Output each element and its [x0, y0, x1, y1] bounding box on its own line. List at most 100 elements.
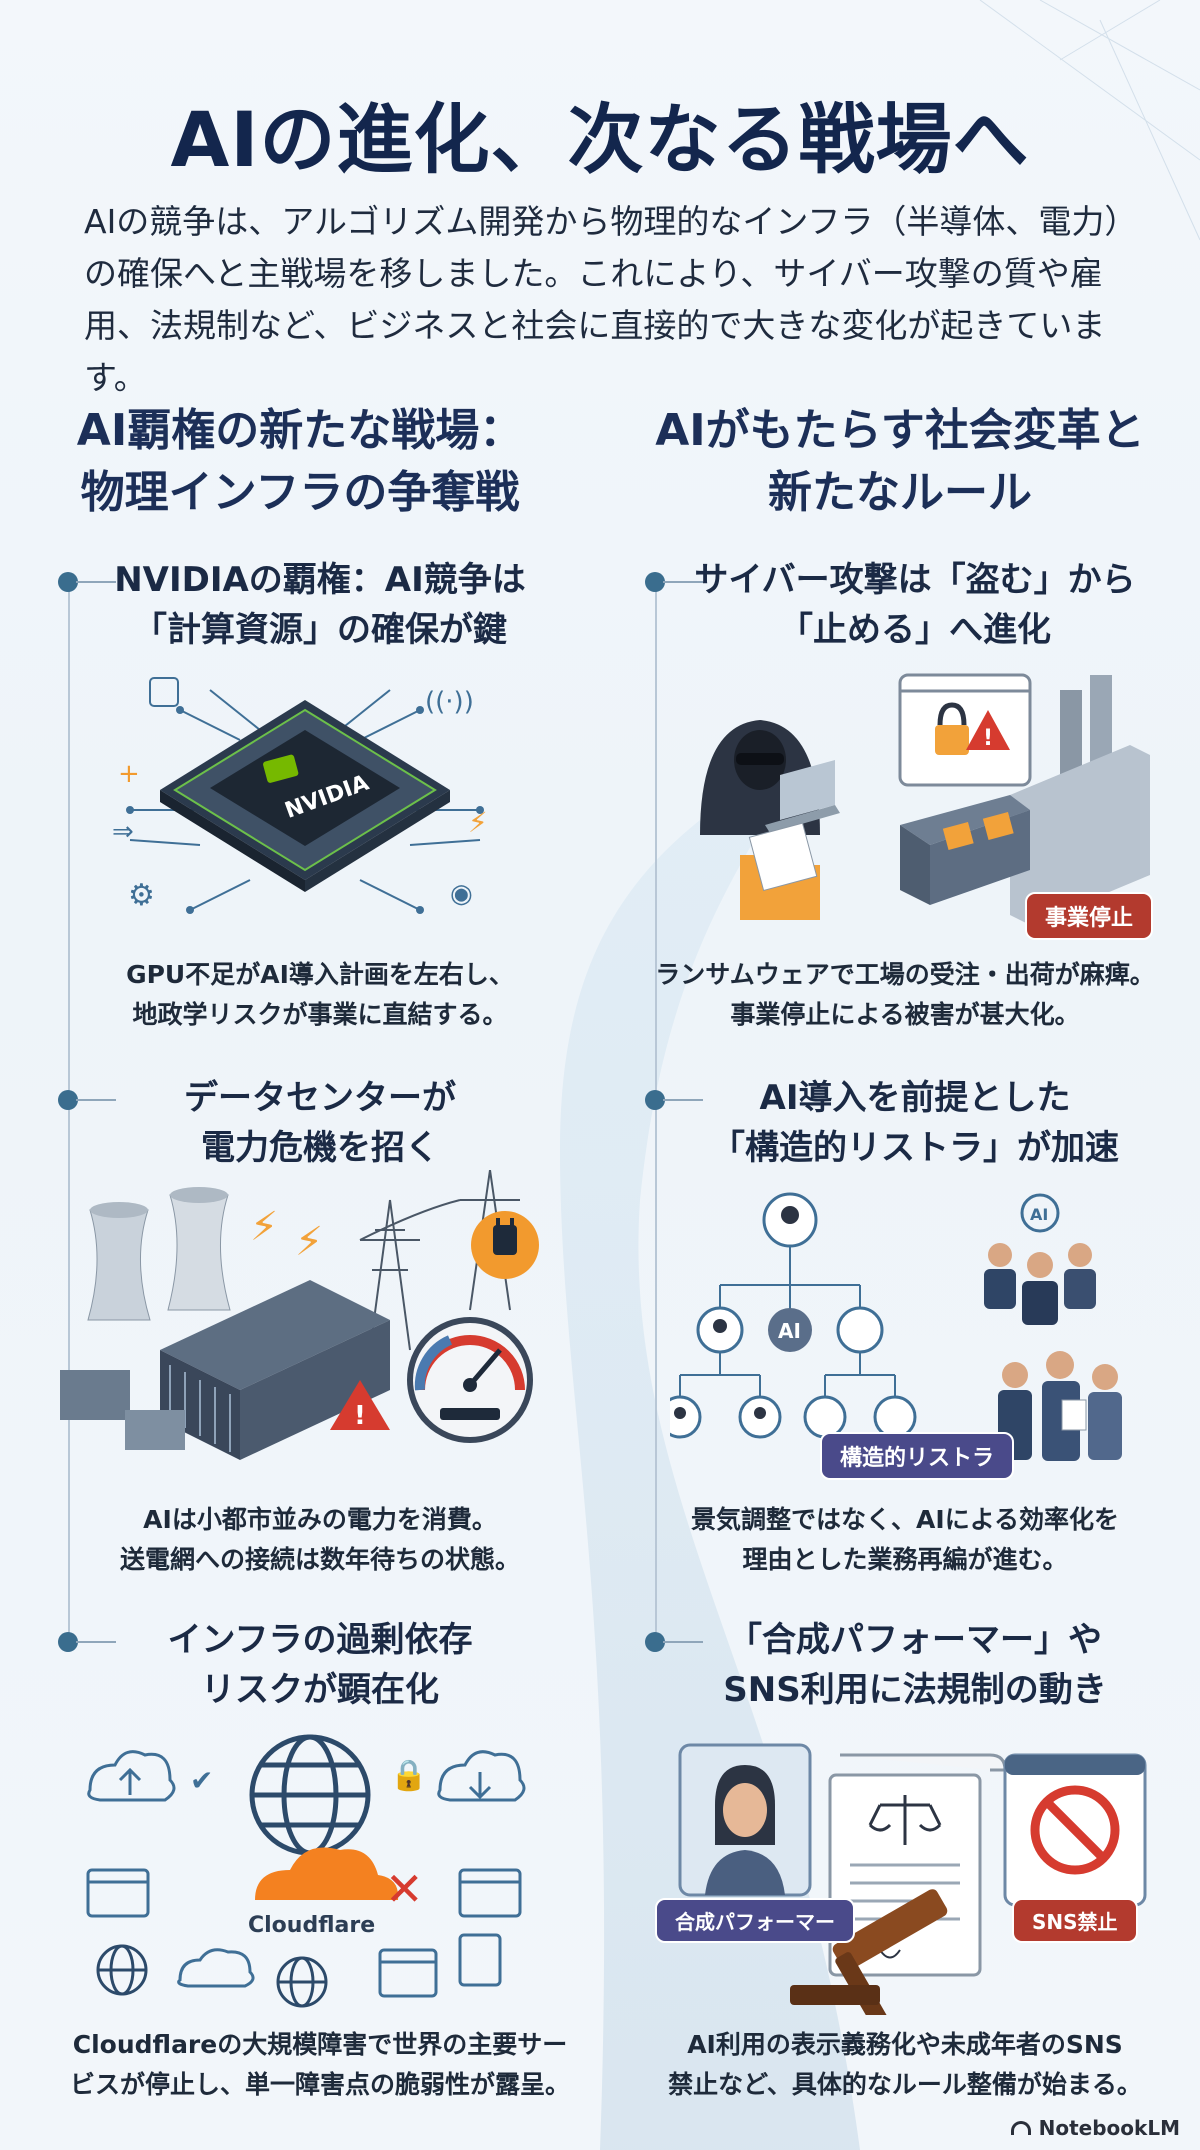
server-rack-icon: [160, 1280, 390, 1460]
synthetic-performer-icon: [678, 1743, 812, 1897]
notebooklm-icon: [1010, 2121, 1031, 2135]
left-section2-title: データセンターが 電力危機を招く: [70, 1073, 570, 1173]
caption-line: 理由とした業務再編が進む。: [742, 1545, 1068, 1574]
left-column-heading: AI覇権の新たな戦場： 物理インフラの争奪戦: [40, 400, 560, 524]
bolt-icon: ⚡: [468, 806, 488, 839]
timeline-connector: [663, 1099, 703, 1101]
title-line: 「止める」へ進化: [779, 610, 1051, 650]
timeline-dot: [645, 1090, 665, 1110]
ai-node-icon: [768, 1308, 812, 1352]
title-line: データセンターが: [184, 1078, 456, 1118]
title-line: NVIDIAの覇権：AI競争は: [114, 560, 526, 600]
ai-node-label: AI: [778, 1319, 801, 1343]
left-section1-caption: GPU不足がAI導入計画を左右し、 地政学リスクが事業に直結する。: [60, 955, 580, 1035]
timeline-dot: [645, 572, 665, 592]
caption-line: Cloudflareの大規模障害で世界の主要サー: [72, 2030, 568, 2059]
page-title: AIの進化、次なる戦場へ: [170, 95, 1030, 184]
title-line: 電力危機を招く: [201, 1128, 439, 1168]
error-x-icon: ✕: [385, 1862, 424, 1916]
cloud-icon: [177, 1948, 255, 1988]
caption-line: AI利用の表示義務化や未成年者のSNS: [687, 2030, 1123, 2059]
laptop-icon: [765, 760, 840, 833]
title-line: サイバー攻撃は「盗む」から: [694, 560, 1136, 600]
cloudflare-label: Cloudflare: [248, 1913, 375, 1938]
right-heading-line2: 新たなルール: [768, 467, 1032, 518]
cyber-attack-illustration: !: [700, 673, 1150, 925]
plus-icon: +: [118, 759, 140, 789]
right-heading-line1: AIがもたらす社会変革と: [655, 405, 1145, 456]
cloudflare-logo-icon: [255, 1847, 399, 1900]
left-heading-line2: 物理インフラの争奪戦: [80, 467, 520, 518]
right-section2-title: AI導入を前提とした 「構造的リストラ」が加速: [665, 1073, 1165, 1173]
wifi-icon: ((·)): [425, 687, 474, 717]
timeline-connector: [76, 1099, 116, 1101]
right-section1-title: サイバー攻撃は「盗む」から 「止める」へ進化: [665, 555, 1165, 655]
team-people-icon: AI: [984, 1193, 1096, 1325]
timeline-dot: [58, 572, 78, 592]
right-section3-caption: AI利用の表示義務化や未成年者のSNS 禁止など、具体的なルール整備が始まる。: [645, 2025, 1165, 2105]
gear-ai-icon: AI: [1030, 1205, 1048, 1224]
arrow-icon: ⇒: [112, 817, 134, 847]
sns-ban-tag: SNS禁止: [1012, 1898, 1138, 1943]
business-halt-tag: 事業停止: [1025, 892, 1154, 940]
title-line: インフラの過剰依存: [167, 1620, 473, 1660]
left-section2-caption: AIは小都市並みの電力を消費。 送電網への接続は数年待ちの状態。: [60, 1500, 580, 1580]
title-line: AI導入を前提とした: [759, 1078, 1071, 1118]
caption-line: 地政学リスクが事業に直結する。: [132, 1000, 508, 1029]
caption-line: 景気調整ではなく、AIによる効率化を: [691, 1505, 1119, 1534]
logo-text: NotebookLM: [1038, 2116, 1180, 2140]
lock-icon: 🔒: [390, 1758, 427, 1793]
factory-icon: [900, 675, 1150, 925]
title-line: 「構造的リストラ」が加速: [711, 1128, 1119, 1168]
cooling-tower-icon: [87, 1187, 231, 1321]
gavel-icon: [790, 1889, 948, 2015]
eye-icon: ◉: [450, 879, 473, 909]
left-section3-caption: Cloudflareの大規模障害で世界の主要サー ビスが停止し、単一障害点の脆弱…: [40, 2025, 600, 2105]
timeline-connector: [76, 1641, 116, 1643]
caption-line: 禁止など、具体的なルール整備が始まる。: [668, 2070, 1142, 2099]
robot-node-icon: [803, 1306, 917, 1439]
caption-line: GPU不足がAI導入計画を左右し、: [126, 960, 514, 989]
gear-icon: ⚙: [128, 878, 155, 913]
caption-line: ランサムウェアで工場の受注・出荷が麻痺。: [655, 960, 1155, 989]
cloud-download-icon: [437, 1750, 526, 1802]
cloudflare-outage-illustration: ✔ 🔒 Cloudflare ✕: [86, 1734, 526, 2008]
check-icon: ✔: [190, 1764, 213, 1797]
business-people-icon: [998, 1351, 1122, 1461]
svg-text:!: !: [354, 1401, 366, 1431]
warning-icon: !: [330, 1380, 390, 1431]
nvidia-logo-icon: [263, 754, 299, 783]
cloud-upload-icon: [87, 1750, 176, 1802]
left-heading-line1: AI覇権の新たな戦場：: [76, 405, 524, 456]
scales-icon: [868, 1795, 942, 1845]
datacenter-power-illustration: ⚡ ⚡ !: [60, 1170, 539, 1460]
caption-line: 事業停止による被害が甚大化。: [730, 1000, 1080, 1029]
right-section1-caption: ランサムウェアで工場の受注・出荷が麻痺。 事業停止による被害が甚大化。: [645, 955, 1165, 1035]
timeline-connector: [76, 581, 116, 583]
caption-line: 送電網への接続は数年待ちの状態。: [119, 1545, 520, 1574]
sns-ban-icon: [1003, 1753, 1147, 1907]
left-timeline: [68, 585, 70, 1645]
synthetic-performer-tag: 合成パフォーマー: [655, 1898, 855, 1943]
globe-icon: [249, 1734, 371, 1856]
regulation-illustration: [678, 1743, 1147, 2015]
timeline-connector: [663, 581, 703, 583]
timeline-dot: [58, 1090, 78, 1110]
generator-icon: [60, 1370, 185, 1450]
notebooklm-logo: NotebookLM: [1010, 2116, 1180, 2140]
plug-icon: [471, 1211, 539, 1279]
timeline-connector: [663, 1641, 703, 1643]
title-line: 「合成パフォーマー」や: [728, 1620, 1102, 1660]
left-section1-title: NVIDIAの覇権：AI競争は 「計算資源」の確保が鍵: [70, 555, 570, 655]
left-section3-title: インフラの過剰依存 リスクが顕在化: [70, 1615, 570, 1715]
timeline-dot: [645, 1632, 665, 1652]
right-section3-title: 「合成パフォーマー」や SNS利用に法規制の動き: [665, 1615, 1165, 1715]
right-column-heading: AIがもたらす社会変革と 新たなルール: [640, 400, 1160, 524]
bolt-icon: ⚡: [250, 1204, 278, 1250]
title-line: 「計算資源」の確保が鍵: [133, 610, 507, 650]
intro-text: AIの競争は、アルゴリズム開発から物理的なインフラ（半導体、電力）の確保へと主戦…: [84, 202, 1121, 397]
browser-alert-icon: !: [898, 673, 1032, 787]
title-line: SNS利用に法規制の動き: [723, 1670, 1107, 1710]
timeline-dot: [58, 1632, 78, 1652]
caption-line: ビスが停止し、単一障害点の脆弱性が露呈。: [69, 2070, 570, 2099]
